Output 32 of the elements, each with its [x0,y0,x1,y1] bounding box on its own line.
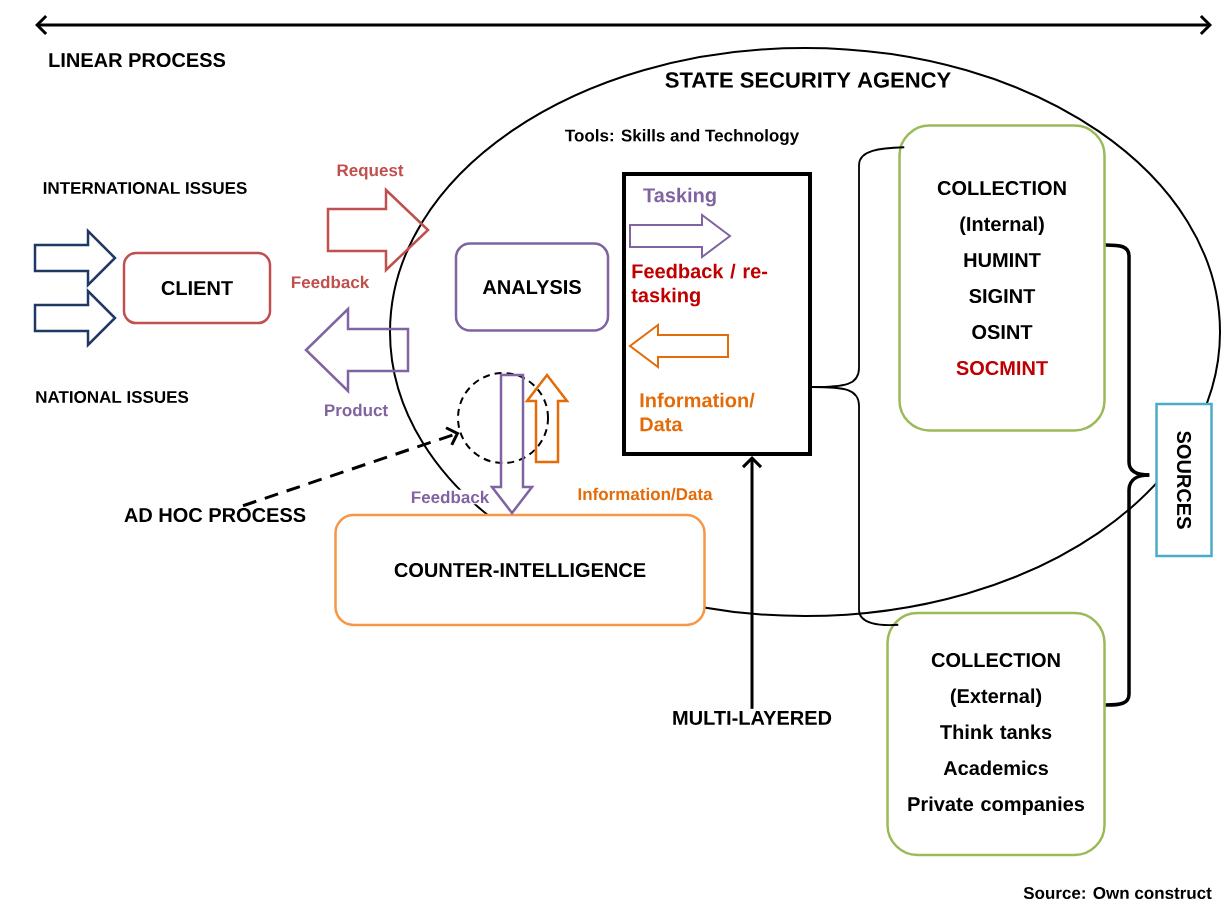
counter-intelligence-box: COUNTER-INTELLIGENCE [334,513,706,627]
collection-box: COLLECTION (Internal) HUMINT SIGINT OSINT SOCMINT [898,124,1106,432]
heading: Tools: Skills and Technology [565,129,800,145]
block-arrow [524,372,570,464]
brace [811,386,900,626]
sources-box: SOURCES [1155,402,1213,558]
collection-box: COLLECTION (External) Think tanks Academics Private companies [886,611,1106,857]
arrow-label: Tasking [643,187,716,207]
caption: Source: Own construct [1023,887,1212,900]
text-label: Feedback [291,275,370,289]
block-arrow [489,373,535,516]
heading: STATE SECURITY AGENCY [665,72,951,88]
process-label: AD HOC PROCESS [124,507,306,523]
text-label: INTERNATIONAL ISSUES [43,182,247,195]
text-label: LINEAR PROCESS [49,52,226,68]
arrow [741,456,763,709]
block-arrow [326,187,430,273]
block-arrow [304,306,410,394]
arrow-label: Feedback / re-tasking [631,263,768,307]
arrow-label: Information/ Data [640,392,755,432]
edge-label: Product [322,402,390,418]
process-label: MULTI-LAYERED [673,711,832,725]
edge-label: Information/Data [576,486,714,502]
block-arrow [33,228,117,289]
arrow [242,426,460,508]
block-arrow [33,288,117,349]
edge-label: Feedback [409,489,491,505]
analysis-box: ANALYSIS [454,242,610,332]
client-box: CLIENT [122,251,272,325]
dashed-circle [457,372,549,464]
edge-label: Request [335,163,405,181]
text-label: NATIONAL ISSUES [36,391,189,404]
